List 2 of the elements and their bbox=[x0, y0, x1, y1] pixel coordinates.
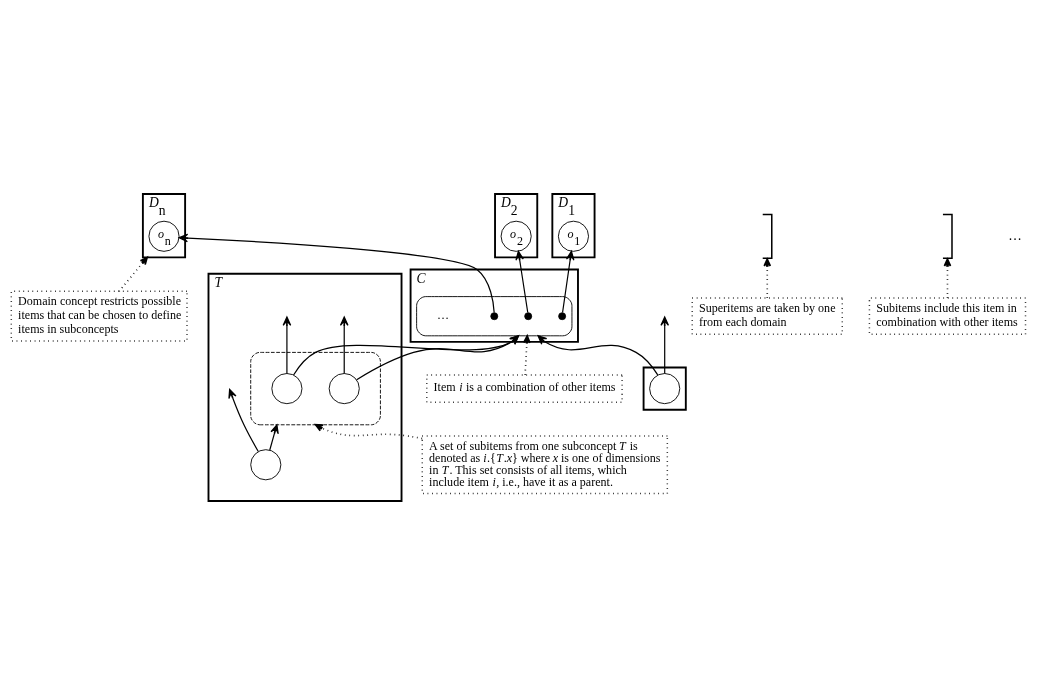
label: … bbox=[1008, 227, 1022, 243]
label: … bbox=[436, 308, 450, 323]
